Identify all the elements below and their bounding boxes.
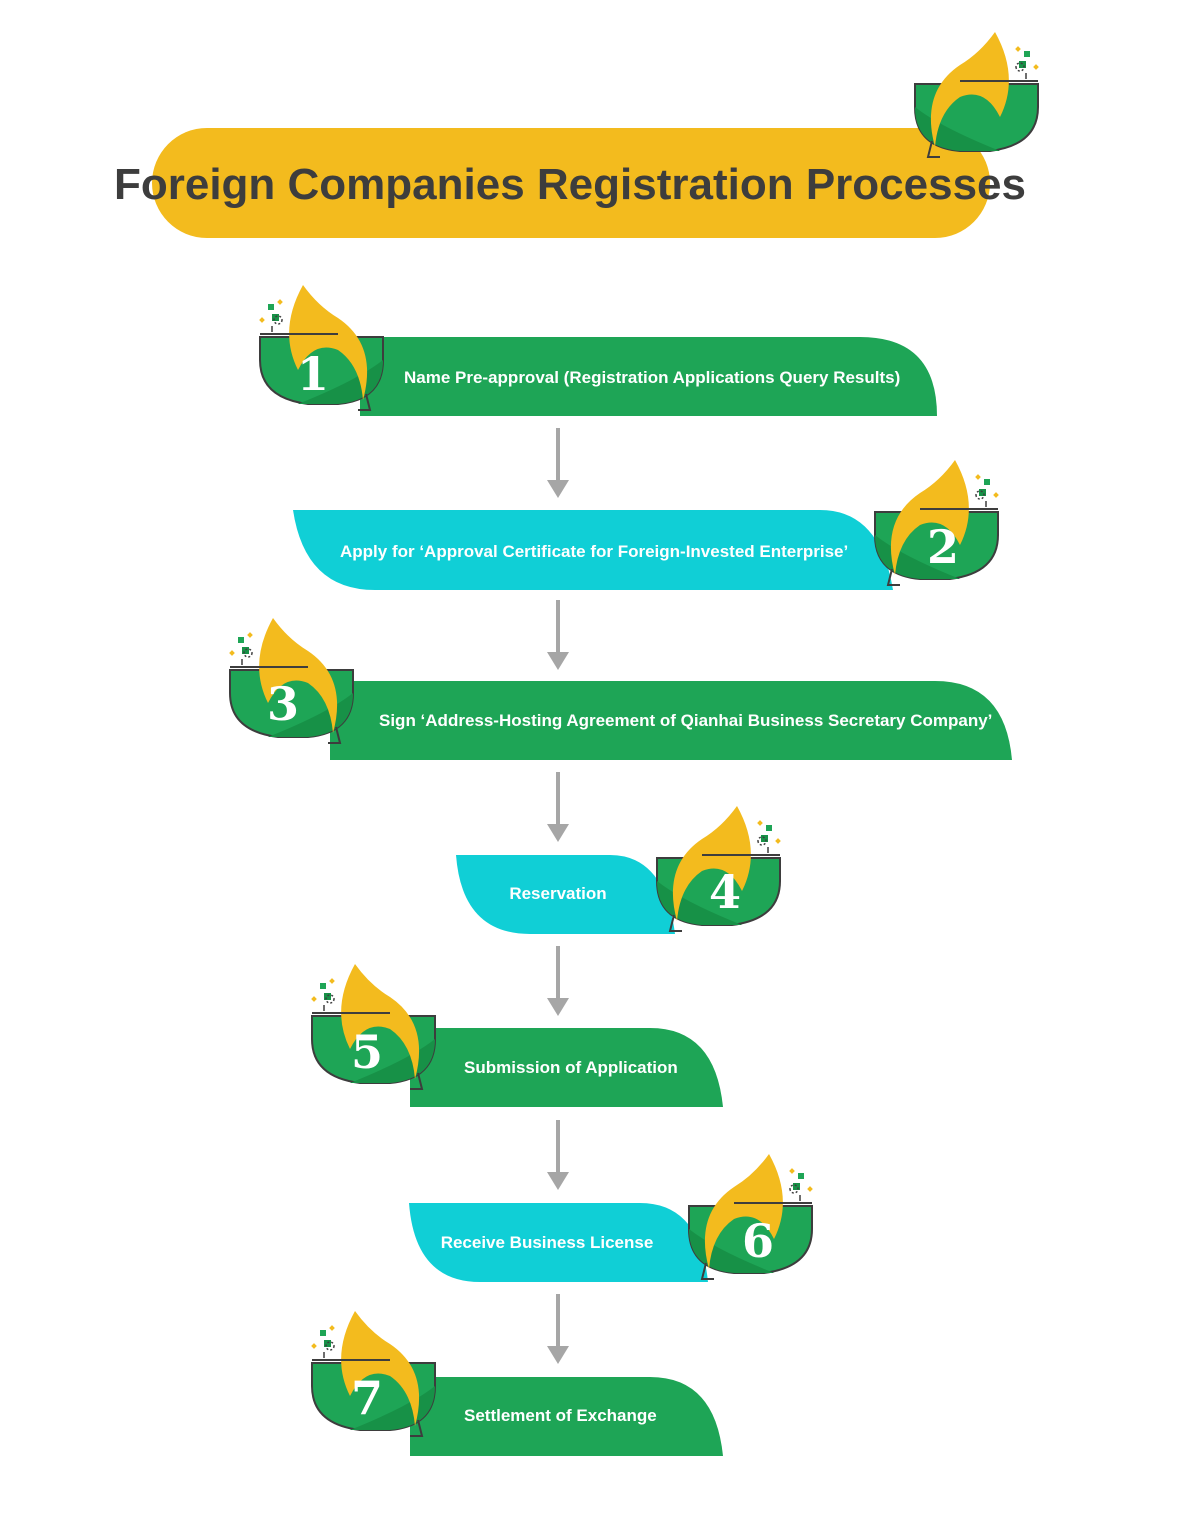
step-2-number: 2 bbox=[927, 520, 959, 574]
step-3-label: Sign ‘Address-Hosting Agreement of Qianh… bbox=[379, 711, 992, 730]
step-1: 1 Name Pre-approval (Registration Applic… bbox=[258, 284, 937, 416]
arrow-down-icon bbox=[547, 946, 569, 1016]
step-3-banner bbox=[330, 681, 1012, 760]
step-4: 4 Reservation bbox=[456, 805, 782, 934]
arrow-down-icon bbox=[547, 1294, 569, 1364]
step-2-banner bbox=[293, 510, 893, 590]
page-title: Foreign Companies Registration Processes bbox=[114, 160, 1026, 209]
step-1-banner bbox=[360, 337, 937, 416]
step-4-label: Reservation bbox=[509, 884, 606, 903]
step-2-label: Apply for ‘Approval Certificate for Fore… bbox=[340, 542, 848, 561]
step-3-number: 3 bbox=[267, 677, 299, 731]
step-6: 6 Receive Business License bbox=[409, 1153, 814, 1282]
title-pill bbox=[152, 128, 990, 238]
arrow-down-icon bbox=[547, 1120, 569, 1190]
step-5-label: Submission of Application bbox=[464, 1058, 678, 1077]
step-7: 7 Settlement of Exchange bbox=[310, 1310, 723, 1456]
arrow-down-icon bbox=[547, 428, 569, 498]
step-3: 3 Sign ‘Address-Hosting Agreement of Qia… bbox=[228, 617, 1012, 760]
step-7-label: Settlement of Exchange bbox=[464, 1406, 657, 1425]
step-1-number: 1 bbox=[297, 347, 329, 401]
title-banner: Foreign Companies Registration Processes bbox=[114, 31, 1040, 238]
step-5: 5 Submission of Application bbox=[310, 963, 723, 1107]
step-7-banner bbox=[410, 1377, 723, 1456]
step-5-banner bbox=[410, 1028, 723, 1107]
arrow-down-icon bbox=[547, 600, 569, 670]
step-5-number: 5 bbox=[351, 1025, 383, 1079]
step-4-banner bbox=[456, 855, 675, 934]
leaf-icon bbox=[914, 31, 1040, 158]
step-2: 2 Apply for ‘Approval Certificate for Fo… bbox=[293, 459, 1000, 590]
step-6-banner bbox=[409, 1203, 708, 1282]
step-6-number: 6 bbox=[742, 1214, 774, 1268]
step-1-label: Name Pre-approval (Registration Applicat… bbox=[404, 368, 900, 387]
step-7-number: 7 bbox=[351, 1371, 383, 1425]
arrow-down-icon bbox=[547, 772, 569, 842]
step-6-label: Receive Business License bbox=[441, 1233, 654, 1252]
step-4-number: 4 bbox=[709, 865, 741, 919]
